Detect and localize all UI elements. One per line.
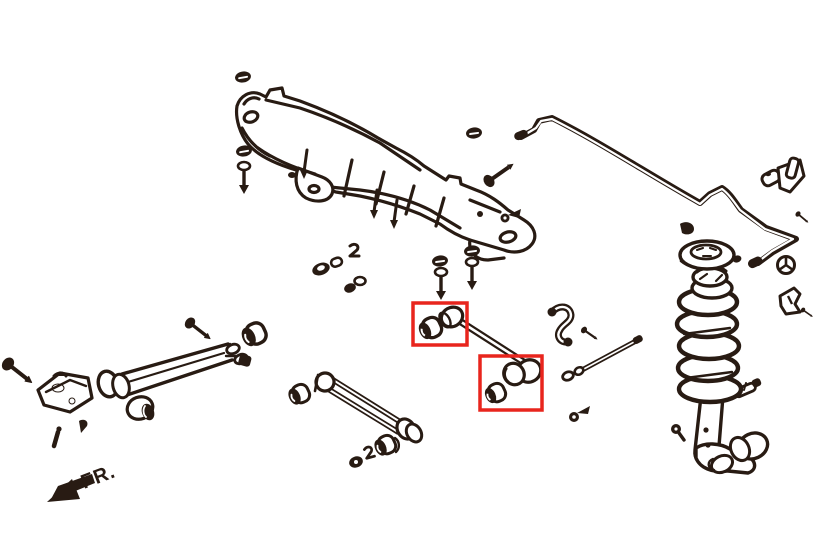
coil-spring — [674, 286, 744, 405]
trailing-rod-rear-bushing — [480, 379, 510, 408]
rear-link-bushing-left — [284, 380, 314, 409]
lateral-link-front-assembly — [0, 314, 271, 449]
fr-arrow-icon — [47, 474, 95, 502]
stabilizer-bar — [514, 115, 799, 269]
s-shaped-link-bracket — [547, 303, 575, 347]
rear-subframe-crossmember — [234, 86, 537, 262]
mount-bolt-left — [0, 353, 38, 390]
subframe-bolts-center — [430, 243, 482, 302]
upper-bushing-highlight — [411, 301, 469, 347]
stabilizer-bar-bracket-lower-right — [778, 286, 802, 316]
fr-direction: FR. — [47, 461, 119, 502]
trailing-rod — [438, 305, 540, 374]
small-screw-left-of-knuckle — [671, 424, 686, 442]
stabilizer-clamp-blob — [680, 222, 694, 235]
stabilizer-nut-washer — [776, 255, 796, 275]
stabilizer-end-cap — [464, 125, 484, 141]
link-nut — [238, 354, 252, 367]
small-bolt-head — [578, 324, 601, 344]
stabilizer-bar-bracket-upper-right — [760, 156, 806, 194]
lower-bushing-highlight — [478, 354, 544, 412]
keyhole-clip — [569, 406, 590, 422]
link-bushing-right — [237, 318, 271, 351]
subframe-top-nut — [233, 69, 253, 85]
rear-link-bushing-cluster — [349, 431, 401, 468]
strut-top-mount — [678, 239, 742, 271]
highlight-annotations — [411, 301, 544, 412]
tiny-bolt-bottom-right — [799, 305, 815, 320]
key-clip — [500, 209, 521, 223]
adjuster-rod — [573, 335, 643, 377]
stabilizer-small-bolt-right — [793, 209, 812, 226]
fr-label: FR. — [78, 461, 119, 494]
subframe-stopper-washers — [312, 242, 367, 293]
small-ring — [561, 370, 575, 382]
trailing-rod-rear-end — [502, 358, 543, 387]
link-bushing-lower — [125, 395, 155, 421]
lateral-link-front — [96, 342, 249, 400]
mount-bracket-plate — [36, 371, 94, 414]
lateral-link-rear-assembly — [284, 371, 424, 468]
hub-cylinder — [707, 431, 770, 475]
small-bolt-under-bracket — [51, 426, 62, 449]
bump-stop — [690, 265, 734, 300]
trailing-rod-assembly — [414, 305, 543, 408]
strut-assembly — [671, 239, 770, 475]
subframe-diagonal-bolt — [479, 156, 520, 192]
lateral-link-rear — [313, 371, 424, 444]
link-bolt — [181, 314, 216, 345]
small-clip-under-bracket — [79, 419, 88, 433]
subframe-bolt-left — [234, 143, 254, 196]
